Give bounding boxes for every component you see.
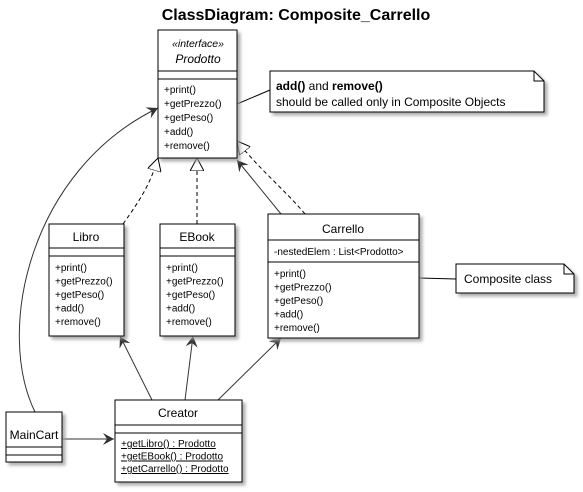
note-add-remove-line-1: add() and remove() [276,79,383,93]
method-item: +remove() [164,141,210,152]
method-item: +getPrezzo() [166,277,224,288]
method-item: +print() [274,269,306,280]
creator-libro-line [119,335,153,401]
libro-realization-line [122,158,158,225]
note-composite-text: Composite class [464,272,552,286]
carrello-association-line [236,159,282,215]
note-add-remove-line-2: should be called only in Composite Objec… [276,95,505,109]
method-item: +getPeso() [274,296,323,307]
method-item: +print() [166,263,198,274]
class-creator[interactable]: Creator +getLibro() : Prodotto +getEBook(… [114,399,243,483]
method-item: +getPeso() [164,113,213,124]
diagram-title: ClassDiagram: Composite_Carrello [162,7,431,24]
method-item: +getPeso() [55,290,104,301]
method-item: +getPeso() [166,290,215,301]
class-libro-name: Libro [73,230,100,244]
method-item: +remove() [166,317,212,328]
class-creator-name: Creator [158,406,198,420]
method-item: +remove() [274,323,320,334]
static-method-item: +getCarrello() : Prodotto [121,464,229,475]
method-item: +add() [166,304,195,315]
method-item: +print() [164,85,196,96]
maincart-prodotto-line [18,107,159,413]
method-item: +getPrezzo() [274,283,332,294]
class-carrello[interactable]: Carrello -nestedElem : List<Prodotto> +p… [267,213,420,339]
class-ebook[interactable]: EBook +print() +getPrezzo() +getPeso() +add… [159,223,236,337]
method-item: +remove() [55,317,101,328]
attribute-item: -nestedElem : List<Prodotto> [274,247,404,258]
interface-name: Prodotto [175,52,221,66]
note-connector-add-remove [236,89,271,105]
class-ebook-name: EBook [179,230,215,244]
creator-carrello-line [217,337,282,401]
method-item: +getPrezzo() [55,277,113,288]
interface-stereotype: «interface» [172,38,224,50]
method-item: +print() [55,263,87,274]
method-item: +getPrezzo() [164,99,222,110]
method-item: +add() [55,304,84,315]
static-method-item: +getEBook() : Prodotto [121,452,223,463]
carrello-realization-line [237,141,306,215]
class-carrello-name: Carrello [322,222,364,236]
note-add-remove [269,70,545,113]
class-maincart[interactable]: MainCart [5,411,63,463]
class-libro[interactable]: Libro +print() +getPrezzo() +getPeso() +add… [48,223,125,337]
method-item: +add() [274,310,303,321]
note-connector-composite [418,277,457,280]
creator-ebook-line [184,335,198,401]
static-method-item: +getLibro() : Prodotto [121,439,216,450]
method-item: +add() [164,127,193,138]
interface-prodotto[interactable]: «interface» Prodotto +print() +getPrezzo(… [157,29,238,159]
class-maincart-name: MainCart [10,428,59,442]
note-composite [455,263,575,294]
